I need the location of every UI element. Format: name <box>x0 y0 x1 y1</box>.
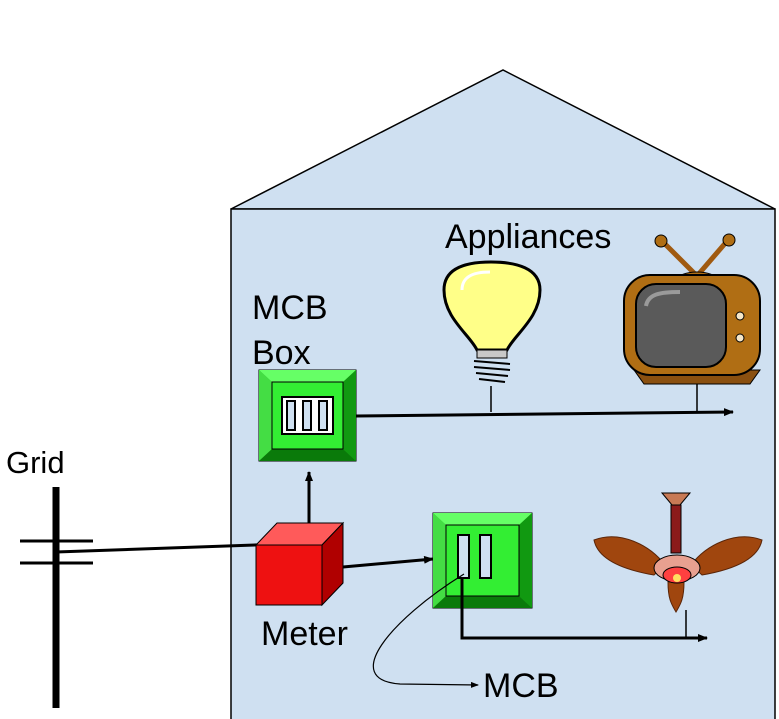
ceiling-fan-icon <box>593 492 763 614</box>
house-roof <box>230 69 776 210</box>
light-bulb-icon <box>442 260 542 383</box>
mcb <box>432 512 533 609</box>
mcb-box-label-line2: Box <box>252 334 311 372</box>
mcb-box-label-line1: MCB <box>252 289 328 327</box>
meter-label: Meter <box>261 615 348 653</box>
grid-label: Grid <box>6 445 65 480</box>
mcb-box-output-line <box>355 408 734 418</box>
appliances-label: Appliances <box>445 218 611 256</box>
television-icon <box>623 233 761 385</box>
grid-pole <box>20 487 93 708</box>
mcb-output-line <box>460 578 708 642</box>
meter <box>254 521 345 607</box>
mcb-pointer-arrow <box>372 573 479 688</box>
mcb-box <box>258 369 357 462</box>
meter-to-mcb-line <box>342 555 434 569</box>
mcb-label: MCB <box>483 667 559 705</box>
grid-feed-line <box>55 540 284 554</box>
